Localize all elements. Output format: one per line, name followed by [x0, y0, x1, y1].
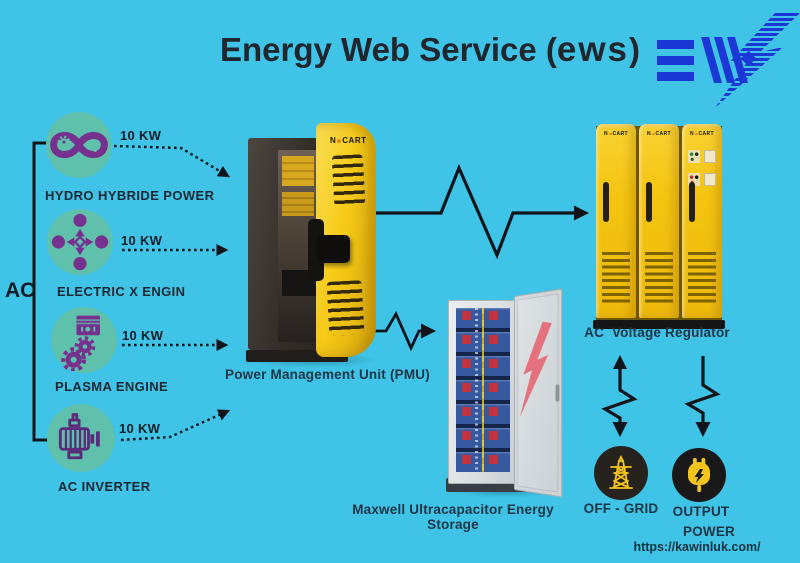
blank-panel: [704, 150, 716, 163]
regulator-vents: [602, 252, 630, 306]
transmission-tower-icon: [609, 454, 633, 489]
regulator-vents: [645, 252, 673, 306]
regulator-tower-3: N CART: [682, 124, 722, 318]
regulator-brand-logo: N CART: [639, 131, 679, 137]
regulator-brand-logo: N CART: [682, 131, 722, 137]
regulator-handle: [646, 182, 652, 222]
logo-lightning-bolt: [715, 13, 800, 108]
brand-cart: CART: [698, 131, 714, 137]
website-link[interactable]: https://kawinluk.com/: [633, 540, 761, 554]
capacitor-red-modules: [489, 308, 498, 472]
regulator-base: [593, 320, 725, 329]
source-plasma-power: 10 KW: [122, 328, 164, 343]
arrow-regulator-to-output: [684, 356, 721, 437]
storage-door: [514, 288, 563, 498]
power-plug-icon: [688, 458, 710, 492]
output-power-caption-line1: OUTPUT: [672, 504, 730, 519]
pmu-door-vents-top: [331, 154, 366, 206]
storage-caption: Maxwell Ultracapacitor Energy Storage: [352, 502, 558, 532]
pmu-caption: Power Management Unit (PMU): [225, 367, 430, 382]
electric-x-icon: [51, 213, 109, 271]
ultracapacitor-cabinet: [446, 288, 571, 502]
piston-gears-icon: [61, 315, 100, 371]
source-hydro-label: HYDRO HYBRIDE POWER: [45, 188, 215, 203]
infinity-hydro-icon: [50, 131, 108, 159]
off-grid-badge: [594, 446, 648, 500]
arrow-pmu-to-regulator: [372, 163, 589, 260]
source-hydro-power: 10 KW: [120, 128, 162, 143]
regulator-brand-logo: N CART: [596, 131, 636, 137]
source-electricx-power: 10 KW: [121, 233, 163, 248]
regulator-handle: [689, 182, 695, 222]
storage-capacitor-stack: [456, 308, 510, 472]
brand-dot-icon: [652, 132, 655, 136]
regulator-handle: [603, 182, 609, 222]
storage-body: [448, 300, 518, 484]
arrow-hydro-to-pmu: [113, 144, 231, 178]
arrow-offgrid-up-head: [613, 355, 627, 369]
pmu-cabinet: N CART: [246, 120, 386, 368]
pmu-door-vents-bottom: [326, 280, 365, 336]
brand-cart: CART: [655, 131, 671, 137]
title-logo-text: ews: [556, 30, 630, 69]
source-hydro-circle: [46, 112, 112, 178]
ac-bus-label: AC: [5, 279, 36, 302]
output-power-caption-line2: POWER: [682, 524, 735, 539]
brand-cart: CART: [342, 136, 367, 145]
brand-dot-icon: [609, 132, 612, 136]
source-inverter-label: AC INVERTER: [58, 479, 151, 494]
brand-n: N: [689, 131, 694, 137]
pmu-door: N CART: [308, 123, 376, 357]
brand-dot-icon: [695, 132, 698, 136]
ews-lightning-logo: [657, 13, 800, 108]
title-prefix: Energy Web Service (: [219, 31, 557, 68]
capacitor-wiring: [482, 308, 484, 472]
brand-dot-icon: [337, 138, 342, 143]
pmu-module: [282, 192, 314, 216]
page-title: Energy Web Service (ews): [195, 30, 665, 70]
arrow-pmu-to-storage: [374, 310, 436, 352]
pmu-brand-logo: N CART: [330, 136, 367, 145]
storage-door-handle: [555, 384, 560, 402]
brand-n: N: [330, 136, 337, 145]
logo-letter-e: [657, 40, 694, 81]
ac-bus-bracket: [32, 141, 56, 442]
source-inverter-circle: [47, 404, 115, 472]
regulator-tower-2: N CART: [639, 124, 679, 318]
lightning-bolt-icon: [519, 320, 552, 419]
off-grid-caption: OFF - GRID: [583, 501, 659, 516]
source-inverter-power: 10 KW: [119, 421, 161, 436]
source-electricx-label: ELECTRIC X ENGIN: [57, 284, 186, 299]
motor-icon: [58, 413, 100, 460]
regulator-tower-1: N CART: [596, 124, 636, 318]
arrow-inverter-to-pmu: [120, 409, 231, 442]
source-electricx-circle: [47, 209, 113, 275]
regulator-control-panel: [688, 150, 718, 192]
indicator-buttons: [688, 150, 700, 163]
voltage-regulator-cabinet: N CART N CART N CART: [593, 124, 726, 334]
pmu-handle-plate: [308, 219, 324, 281]
regulator-caption: AC Voltage Regulator: [584, 325, 730, 340]
output-power-badge: [672, 448, 726, 502]
title-suffix: ): [629, 31, 641, 68]
capacitor-red-modules: [462, 308, 471, 472]
arrow-regulator-to-offgrid: [601, 366, 638, 437]
pmu-handle-knob: [318, 235, 350, 263]
source-plasma-circle: [51, 307, 117, 373]
pmu-module: [282, 156, 314, 186]
capacitor-terminals: [475, 308, 478, 472]
brand-n: N: [646, 131, 651, 137]
brand-n: N: [603, 131, 608, 137]
pmu-interior: [278, 150, 322, 342]
blank-panel: [704, 173, 716, 186]
regulator-vents: [688, 252, 716, 306]
source-plasma-label: PLASMA ENGINE: [55, 379, 169, 394]
brand-cart: CART: [612, 131, 628, 137]
